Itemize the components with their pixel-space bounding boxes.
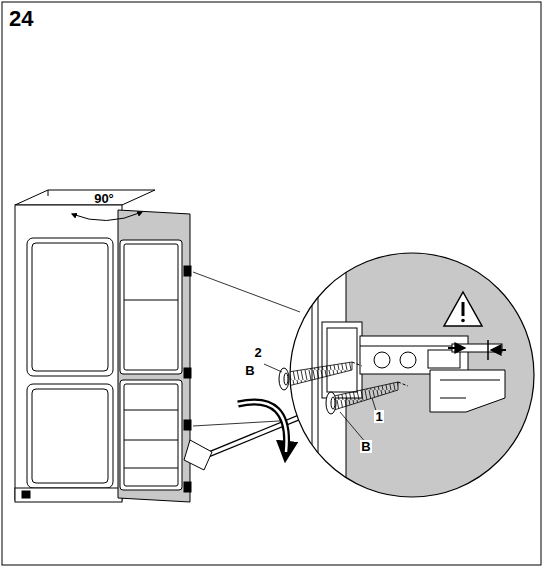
magnifier-circle (290, 253, 534, 497)
turn-arrow (238, 402, 287, 452)
part-letter: B (244, 364, 255, 377)
furniture-door (118, 210, 191, 502)
step-number: 24 (9, 8, 33, 30)
rotation-arrow (72, 212, 142, 221)
screw-heads (279, 368, 336, 414)
angle-label: 90° (93, 192, 115, 205)
warning-symbol (444, 292, 482, 326)
part-letter: B (360, 440, 371, 453)
label-leader (264, 364, 378, 444)
turn-arrow-inner (238, 402, 287, 452)
callout-number: 1 (374, 410, 383, 423)
callout-number: 2 (253, 346, 262, 359)
detail-view (288, 250, 544, 500)
